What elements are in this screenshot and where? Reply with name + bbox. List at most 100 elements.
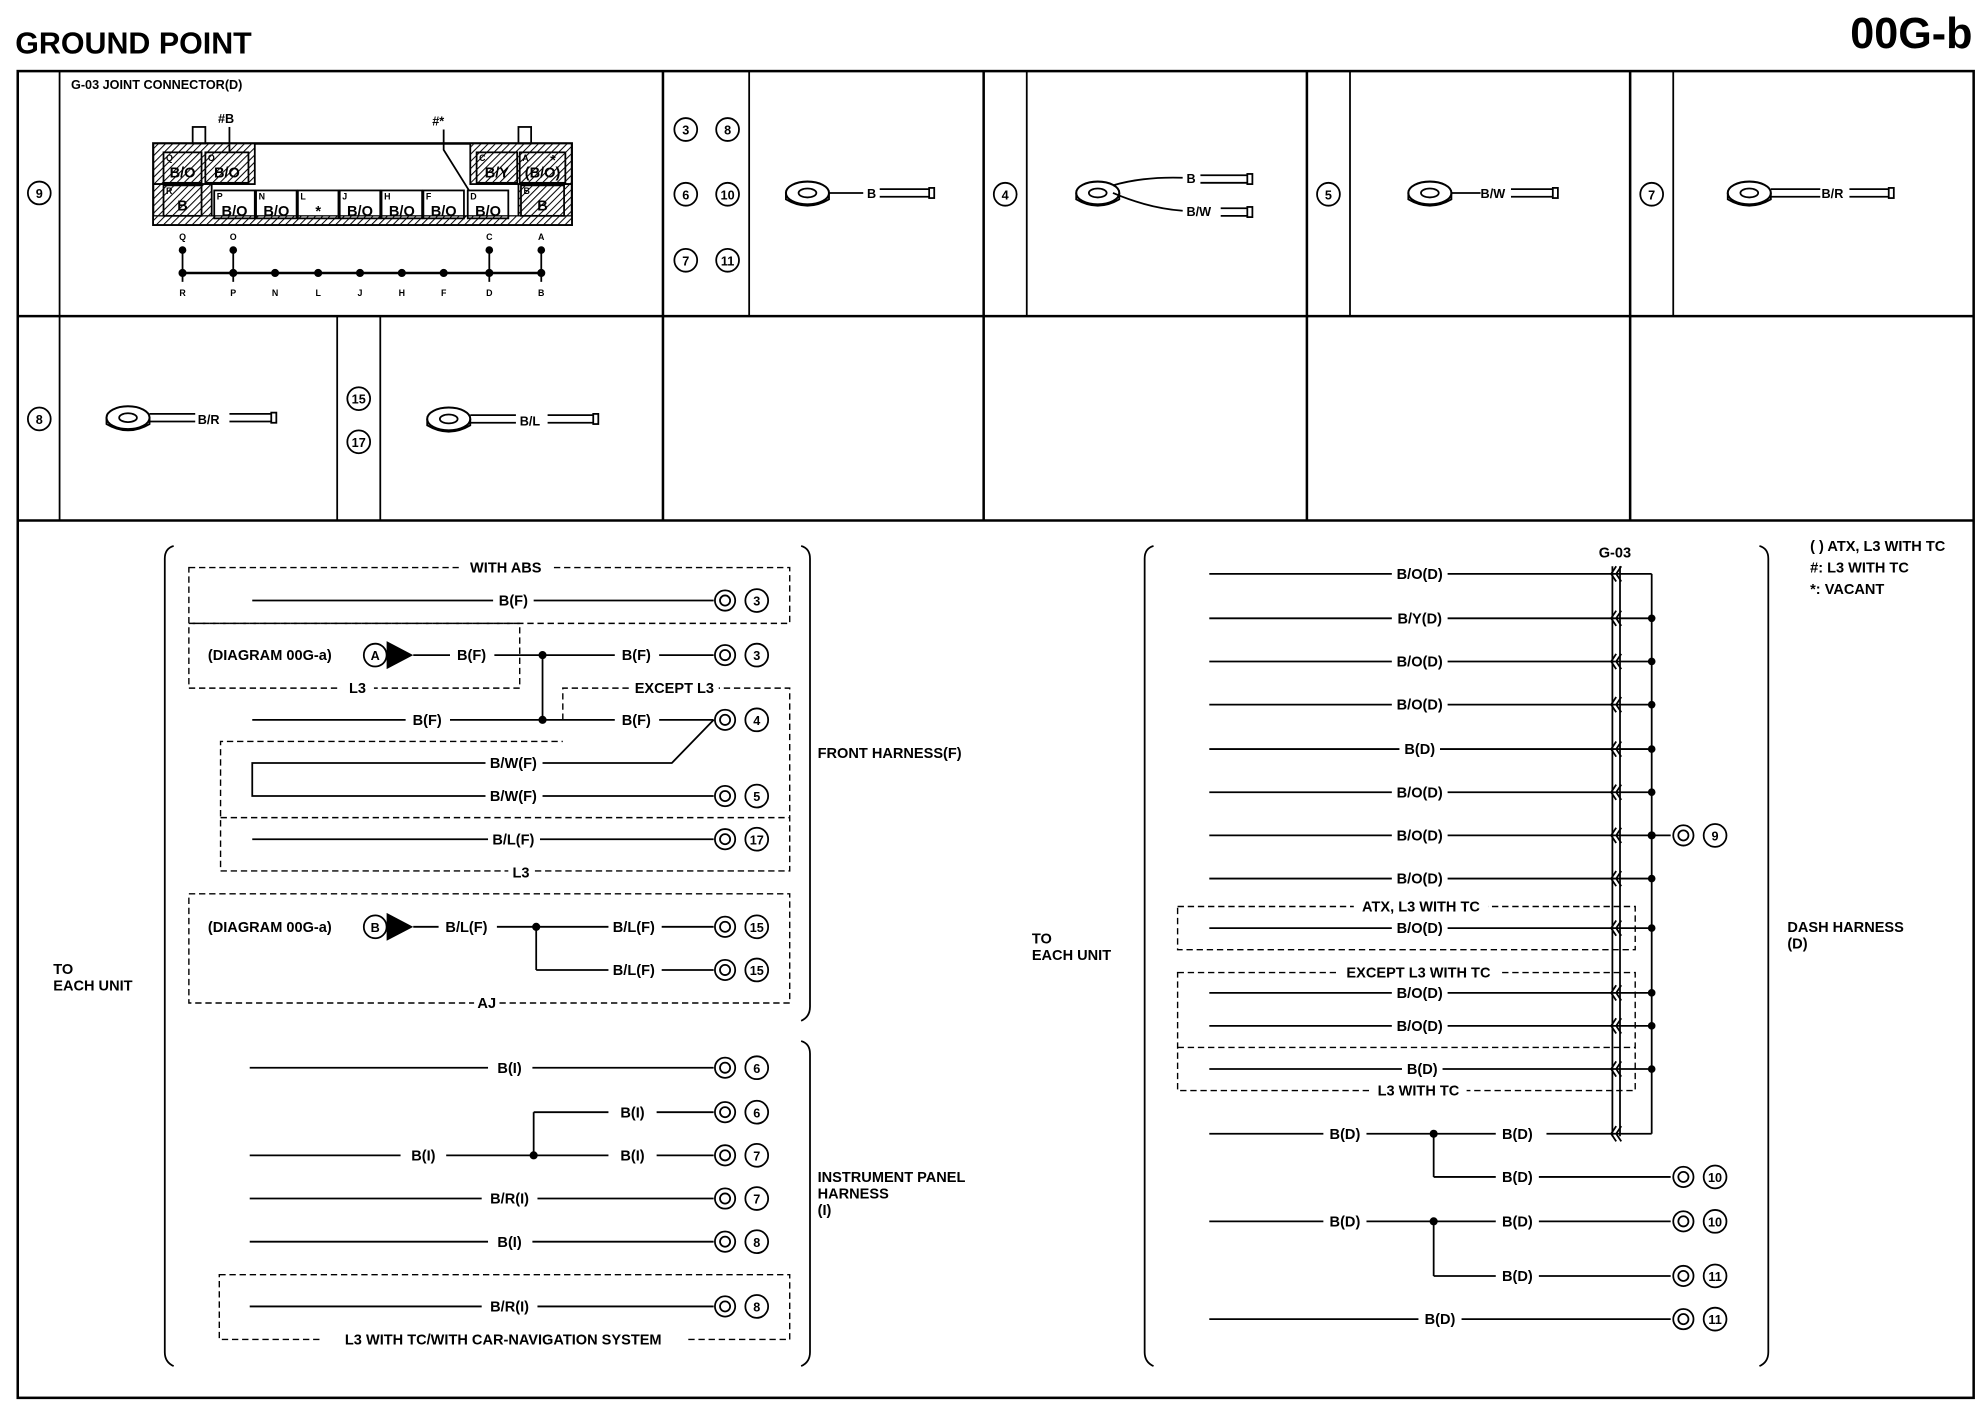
svg-text:B/O: B/O: [389, 204, 415, 220]
svg-text:B/O: B/O: [170, 166, 196, 182]
svg-text:B(D): B(D): [1330, 1214, 1361, 1230]
svg-text:B/O(D): B/O(D): [1397, 872, 1443, 888]
ground-panel-5: 5 B/W: [1316, 180, 1559, 207]
svg-text:B/Y: B/Y: [485, 166, 510, 182]
svg-text:B(F): B(F): [457, 648, 486, 664]
svg-text:O: O: [208, 153, 215, 163]
svg-text:6: 6: [753, 1062, 760, 1076]
svg-text:TO: TO: [53, 962, 73, 978]
dash-ground-symbols: 10 10 11 11: [1672, 1164, 1728, 1332]
svg-text:B/L(F): B/L(F): [492, 832, 534, 848]
ground-id-9-top: 9: [27, 180, 52, 206]
svg-text:7: 7: [682, 254, 689, 268]
svg-text:O: O: [230, 232, 237, 242]
svg-text:B/R(I): B/R(I): [490, 1300, 529, 1316]
svg-text:N: N: [259, 191, 265, 201]
svg-text:5: 5: [753, 790, 760, 804]
svg-text:B/L: B/L: [520, 414, 541, 428]
svg-text:9: 9: [36, 187, 43, 201]
svg-text:D: D: [470, 191, 477, 201]
svg-text:B: B: [524, 186, 530, 196]
svg-text:(DIAGRAM 00G-a): (DIAGRAM 00G-a): [208, 648, 332, 664]
svg-text:J: J: [358, 288, 363, 298]
svg-text:B/O: B/O: [347, 204, 373, 220]
svg-text:*: *: [550, 153, 556, 169]
svg-text:B: B: [177, 199, 188, 215]
svg-text:A: A: [371, 649, 380, 663]
left-wiring: TO EACH UNIT FRONT HARNESS(F) INSTRUMENT…: [53, 545, 966, 1367]
ground-panel-8: 8 B/R: [27, 405, 278, 432]
svg-text:B/W: B/W: [1481, 187, 1506, 201]
svg-text:B/W(F): B/W(F): [490, 756, 537, 772]
svg-text:(D): (D): [1787, 936, 1807, 952]
svg-text:B: B: [538, 288, 544, 298]
svg-text:EXCEPT L3 WITH TC: EXCEPT L3 WITH TC: [1346, 966, 1491, 982]
svg-text:D: D: [486, 288, 493, 298]
svg-text:B: B: [1186, 172, 1195, 186]
svg-text:B/O(D): B/O(D): [1397, 828, 1443, 844]
svg-text:B(I): B(I): [620, 1105, 644, 1121]
svg-text:P: P: [230, 288, 236, 298]
svg-text:B(D): B(D): [1502, 1170, 1533, 1186]
svg-text:B/O(D): B/O(D): [1397, 1019, 1443, 1035]
svg-text:B/O(D): B/O(D): [1397, 567, 1443, 583]
svg-text:B/Y(D): B/Y(D): [1397, 611, 1442, 627]
svg-text:HARNESS: HARNESS: [818, 1187, 890, 1203]
svg-text:B/L(F): B/L(F): [613, 963, 655, 979]
svg-text:#*: #*: [432, 115, 444, 129]
svg-text:B(D): B(D): [1502, 1269, 1533, 1285]
svg-text:10: 10: [721, 188, 735, 202]
svg-text:17: 17: [750, 833, 764, 847]
page-code: 00G-b: [1850, 10, 1972, 58]
svg-text:A: A: [538, 232, 545, 242]
svg-text:7: 7: [1648, 188, 1655, 202]
svg-text:H: H: [384, 191, 390, 201]
svg-text:B(D): B(D): [1404, 742, 1435, 758]
ground-panel-7: 7 B/R: [1639, 180, 1895, 207]
svg-text:R: R: [166, 186, 173, 196]
front-harness-label: FRONT HARNESS(F): [818, 746, 962, 762]
svg-text:(B/O): (B/O): [525, 166, 561, 182]
connector-bus: Q O C A R P N L J H F D B: [178, 232, 546, 298]
svg-text:B/O: B/O: [263, 204, 289, 220]
svg-text:B(I): B(I): [620, 1148, 644, 1164]
svg-text:P: P: [217, 191, 223, 201]
svg-text:B/R(I): B/R(I): [490, 1192, 529, 1208]
svg-text:B(D): B(D): [1330, 1127, 1361, 1143]
svg-text:15: 15: [750, 921, 764, 935]
svg-text:B/O(D): B/O(D): [1397, 785, 1443, 801]
svg-text:#B: #B: [218, 112, 234, 126]
svg-text:7: 7: [753, 1193, 760, 1207]
svg-text:B/O: B/O: [222, 204, 248, 220]
svg-text:3: 3: [682, 124, 689, 138]
svg-text:B(F): B(F): [622, 713, 651, 729]
svg-text:J: J: [342, 191, 347, 201]
svg-text:3: 3: [753, 649, 760, 663]
svg-text:A: A: [522, 153, 529, 163]
svg-text:B(F): B(F): [622, 648, 651, 664]
svg-text:TO: TO: [1032, 931, 1052, 947]
svg-text:15: 15: [352, 393, 366, 407]
svg-text:B/W: B/W: [1186, 205, 1211, 219]
joint-connector: Q B/O O B/O C B/Y A (B/O) * R B P B/O N …: [152, 112, 573, 226]
svg-text:8: 8: [753, 1301, 760, 1315]
svg-text:4: 4: [1002, 188, 1009, 202]
svg-text:B/R: B/R: [1822, 187, 1844, 201]
svg-text:15: 15: [750, 964, 764, 978]
g03-label: G-03: [1599, 545, 1631, 561]
svg-text:10: 10: [1708, 1171, 1722, 1185]
svg-text:EACH UNIT: EACH UNIT: [53, 978, 132, 994]
svg-text:L: L: [300, 191, 306, 201]
page-title: GROUND POINT: [15, 26, 252, 60]
ground-panel-4: 4 B B/W: [992, 172, 1254, 219]
svg-text:5: 5: [1325, 188, 1332, 202]
svg-text:B/O: B/O: [475, 204, 501, 220]
svg-text:*: *: [315, 204, 321, 220]
svg-text:B(D): B(D): [1502, 1127, 1533, 1143]
dash-harness-label: DASH HARNESS: [1787, 920, 1904, 936]
svg-text:10: 10: [1708, 1215, 1722, 1229]
svg-text:B(I): B(I): [497, 1061, 521, 1077]
legend-line-2: #: L3 WITH TC: [1810, 561, 1909, 577]
svg-text:11: 11: [1708, 1270, 1721, 1284]
